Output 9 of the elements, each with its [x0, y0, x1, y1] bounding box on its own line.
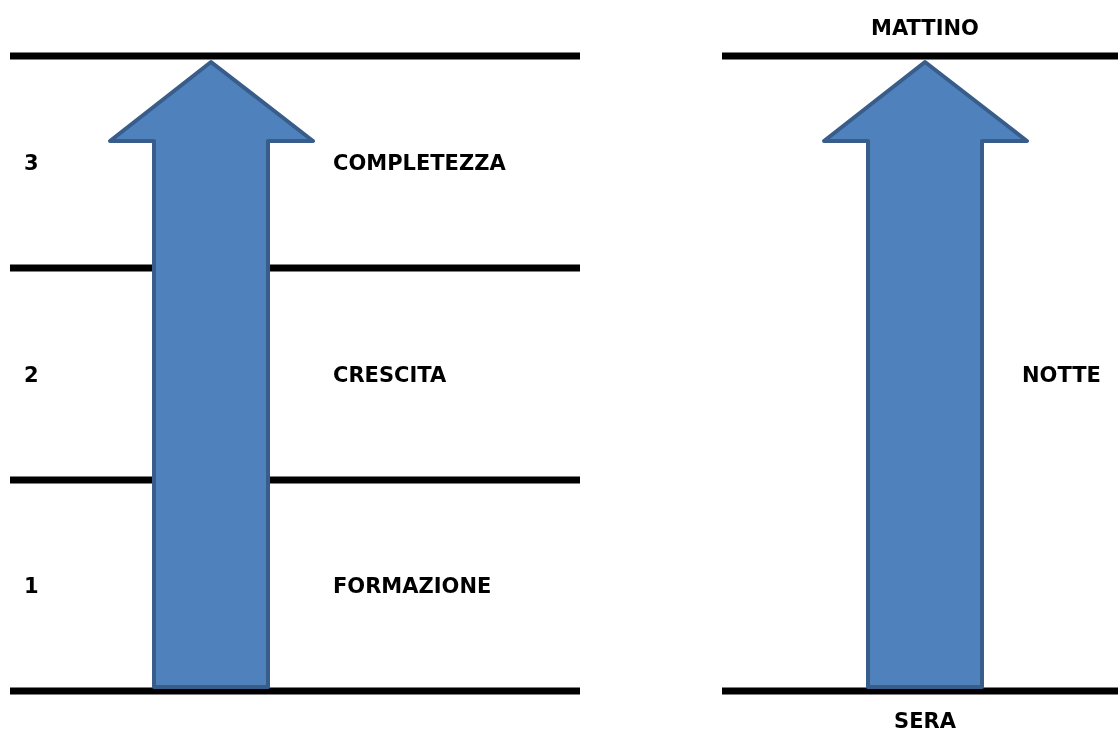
- label: MATTINO: [871, 17, 979, 39]
- level-number: 2: [24, 364, 39, 386]
- label: FORMAZIONE: [333, 575, 492, 597]
- label: COMPLETEZZA: [333, 152, 506, 174]
- level-number: 1: [24, 575, 39, 597]
- label: CRESCITA: [333, 364, 447, 386]
- label: SERA: [894, 710, 956, 731]
- label: NOTTE: [1022, 364, 1101, 386]
- level-number: 3: [24, 152, 39, 174]
